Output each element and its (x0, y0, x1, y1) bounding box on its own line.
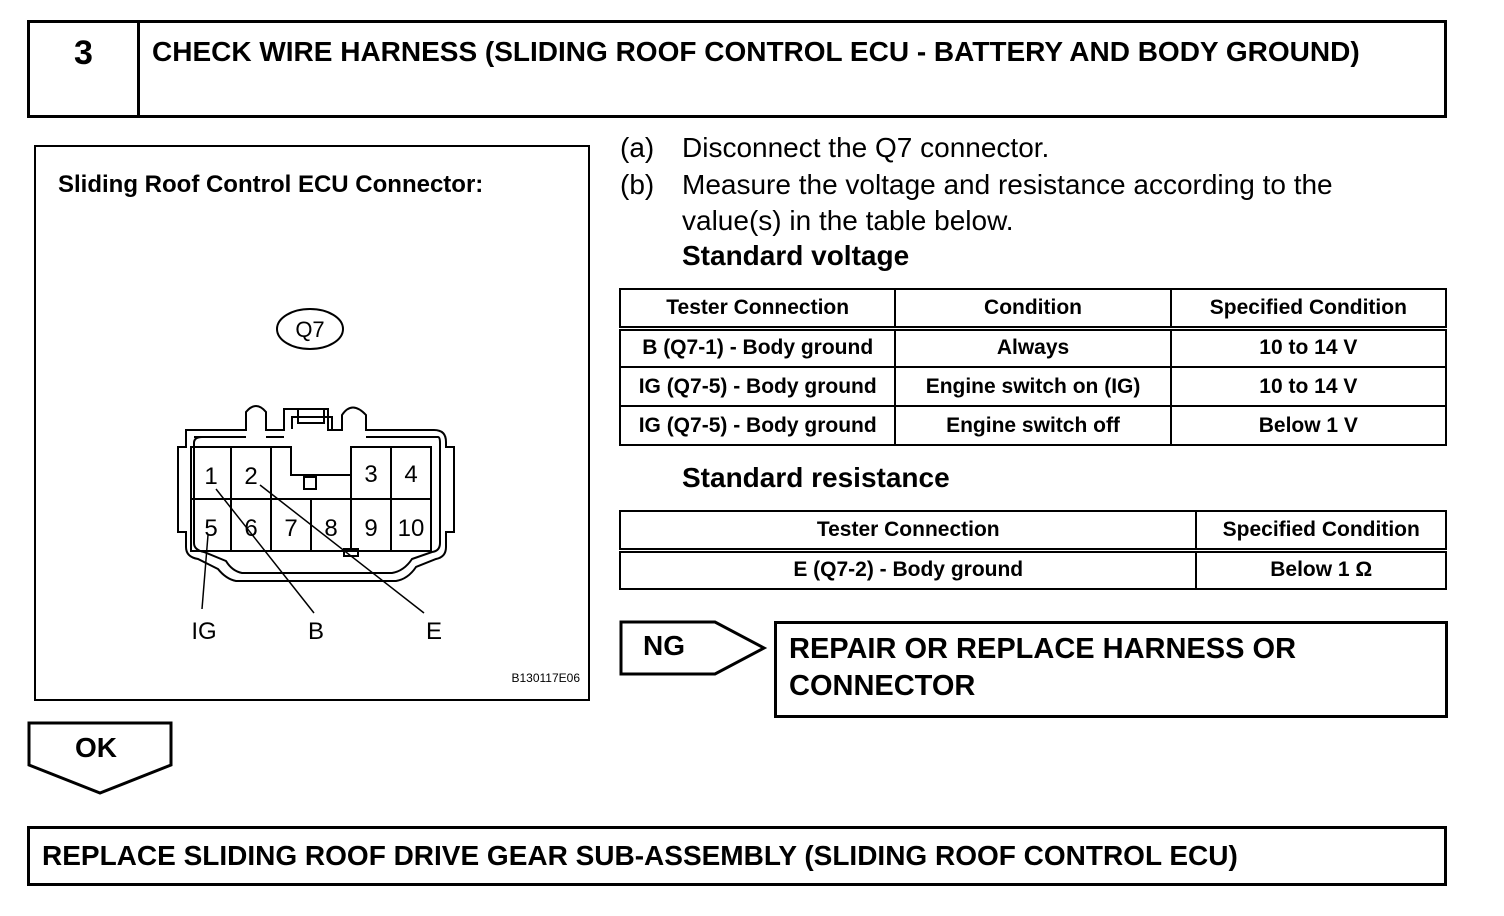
latch-detail (291, 416, 333, 429)
table-header: Tester Connection (618, 510, 1198, 553)
instruction-a-tag: (a) (620, 132, 655, 163)
leader-ig (201, 534, 209, 610)
table-cell: B (Q7-1) - Body ground (618, 327, 897, 368)
pin-1: 1 (204, 463, 217, 490)
table-cell: Below 1 V (1169, 405, 1448, 446)
pin-4: 4 (404, 461, 417, 488)
pin-6: 6 (244, 515, 257, 542)
voltage-table: Tester Connection Condition Specified Co… (618, 288, 1448, 446)
ng-action-box: REPAIR OR REPLACE HARNESS OR CONNECTOR (774, 621, 1448, 718)
table-row: IG (Q7-5) - Body ground Engine switch on… (618, 366, 1448, 407)
step-header: 3 CHECK WIRE HARNESS (SLIDING ROOF CONTR… (27, 20, 1447, 118)
ng-arrow-icon (619, 620, 768, 676)
figure-title: Sliding Roof Control ECU Connector: (58, 171, 484, 198)
table-cell: Engine switch off (894, 405, 1172, 446)
table-cell: 10 to 14 V (1169, 327, 1448, 368)
voltage-heading: Standard voltage (682, 240, 910, 271)
table-cell: 10 to 14 V (1169, 366, 1448, 407)
label-b: B (308, 618, 324, 645)
connector-id-label: Q7 (295, 317, 324, 342)
leader-e (259, 484, 425, 614)
label-ig: IG (191, 618, 216, 645)
table-header-row: Tester Connection Condition Specified Co… (618, 288, 1448, 331)
table-cell: E (Q7-2) - Body ground (618, 549, 1198, 590)
pin-5: 5 (204, 515, 217, 542)
ng-label: NG (643, 630, 685, 661)
table-header-row: Tester Connection Specified Condition (618, 510, 1447, 553)
latch-tab (297, 408, 325, 424)
figure-code: B130117E06 (511, 671, 580, 685)
resistance-heading: Standard resistance (682, 462, 950, 493)
pin-7: 7 (284, 515, 297, 542)
step-number: 3 (30, 23, 140, 115)
pin-grid (190, 446, 432, 552)
ok-action-box: REPLACE SLIDING ROOF DRIVE GEAR SUB-ASSE… (27, 826, 1447, 886)
table-cell: IG (Q7-5) - Body ground (618, 405, 897, 446)
pin-8: 8 (324, 515, 337, 542)
resistance-table: Tester Connection Specified Condition E … (618, 510, 1447, 590)
connector-id-ellipse (276, 308, 344, 350)
table-cell: Below 1 Ω (1195, 549, 1447, 590)
key-square (303, 476, 317, 490)
leader-b (215, 488, 315, 614)
label-e: E (426, 618, 442, 645)
table-header: Specified Condition (1195, 510, 1447, 553)
ok-label: OK (75, 732, 117, 763)
table-cell: Engine switch on (IG) (894, 366, 1172, 407)
table-header: Condition (894, 288, 1172, 331)
instruction-a-text: Disconnect the Q7 connector. (682, 132, 1050, 163)
table-header: Specified Condition (1169, 288, 1448, 331)
table-row: E (Q7-2) - Body ground Below 1 Ω (618, 549, 1447, 590)
pin-3: 3 (364, 461, 377, 488)
pin-10: 10 (398, 515, 425, 542)
step-title: CHECK WIRE HARNESS (SLIDING ROOF CONTROL… (152, 36, 1360, 67)
connector-diagram: Q7 1 2 3 4 5 6 (177, 308, 455, 645)
table-row: B (Q7-1) - Body ground Always 10 to 14 V (618, 327, 1448, 368)
table-row: IG (Q7-5) - Body ground Engine switch of… (618, 405, 1448, 446)
instruction-b-text: Measure the voltage and resistance accor… (682, 169, 1333, 236)
connector-figure: Sliding Roof Control ECU Connector: Q7 (34, 145, 590, 701)
instruction-b-tag: (b) (620, 169, 655, 200)
connector-housing-inner (193, 436, 441, 574)
table-cell: IG (Q7-5) - Body ground (618, 366, 897, 407)
table-header: Tester Connection (618, 288, 897, 331)
pin-9: 9 (364, 515, 377, 542)
ok-arrow-icon (27, 721, 173, 795)
pin-2: 2 (244, 463, 257, 490)
table-cell: Always (894, 327, 1172, 368)
